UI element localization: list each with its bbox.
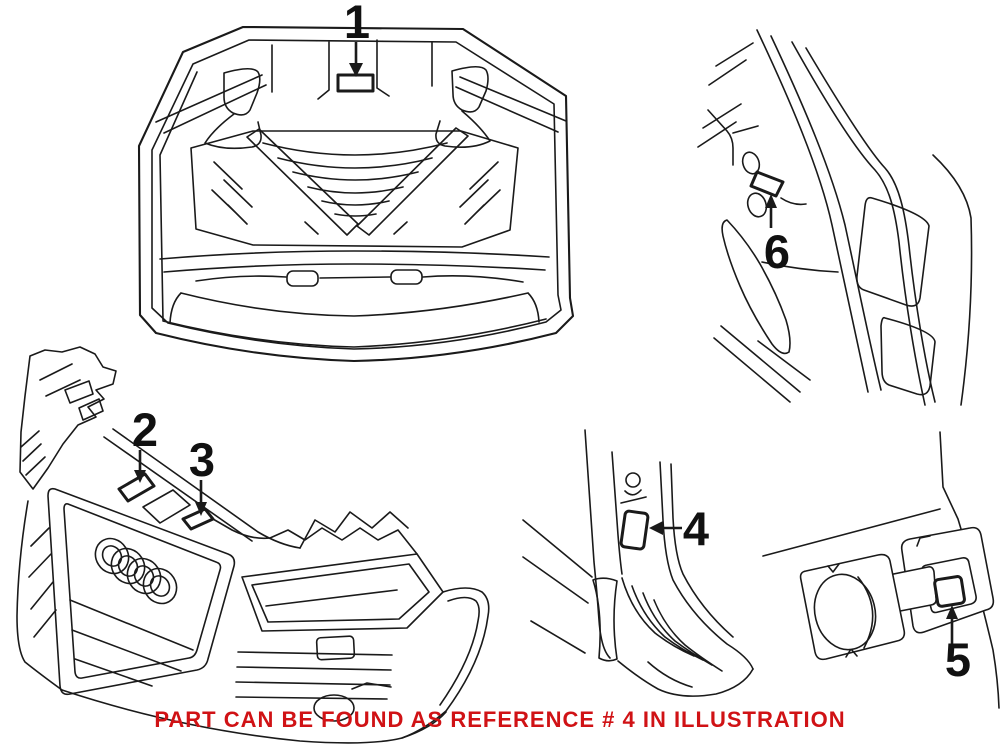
door-frame-bracket xyxy=(707,109,759,166)
reference-caption: PART CAN BE FOUND AS REFERENCE # 4 IN IL… xyxy=(154,707,846,732)
audi-rings-logo xyxy=(94,537,178,605)
callout-4-number: 4 xyxy=(683,502,709,555)
pillar-detail-line xyxy=(780,197,807,206)
headlight-left-outline xyxy=(19,346,117,490)
sill-clip-fastener xyxy=(625,472,641,488)
callout-3-arrowhead xyxy=(195,502,207,516)
hood-outline xyxy=(137,25,575,363)
hood-latch-band xyxy=(195,274,524,283)
bracket-notch xyxy=(916,535,931,547)
grille-outer-frame xyxy=(47,487,236,696)
door-open-lines xyxy=(522,519,593,654)
hood-top-bay-lines xyxy=(271,39,433,100)
seal-corner-wedge xyxy=(592,577,618,662)
part-label-plate-2 xyxy=(117,472,156,503)
part-label-plate-5 xyxy=(933,575,966,608)
part-label-plate-1 xyxy=(336,73,375,93)
bumper-slats xyxy=(235,651,393,700)
part-label-plate-4 xyxy=(619,509,650,551)
door-inner-panel-lower xyxy=(880,316,936,396)
pillar-edge-lines xyxy=(756,29,936,406)
callout-1-number: 1 xyxy=(344,0,370,48)
cowl-jagged-edge xyxy=(212,511,418,555)
sill-link-line xyxy=(761,261,839,273)
sill-bottom-edge xyxy=(617,660,754,697)
door-inner-panel-upper xyxy=(856,196,930,307)
ring-1-inner xyxy=(101,545,123,567)
bumper-corner-flare xyxy=(401,587,490,739)
bumper-plate-recess xyxy=(315,635,356,661)
grille-slats xyxy=(69,599,194,687)
fender-hatch xyxy=(28,527,57,638)
hood-front-lip xyxy=(162,292,547,348)
pillar-hole-lower xyxy=(746,192,768,218)
callout-5-number: 5 xyxy=(945,633,971,686)
slam-panel-pad xyxy=(142,489,191,524)
hood-inner-contour-2 xyxy=(159,71,198,321)
body-side-curve xyxy=(932,154,973,406)
callout-1-arrowhead xyxy=(349,63,363,77)
callout-5-arrowhead xyxy=(946,605,958,619)
sill-pillar-lines xyxy=(584,429,623,659)
b-pillar-upper-view: 6 xyxy=(697,29,973,406)
ring-4 xyxy=(142,567,178,605)
ring-2-inner xyxy=(117,555,139,577)
headlight-right-outline xyxy=(241,553,444,632)
callout-2-number: 2 xyxy=(132,403,158,456)
front-end-view: 2 3 xyxy=(16,346,490,744)
hood-reinforcement-panel xyxy=(190,130,519,248)
body-crease-line xyxy=(762,508,941,557)
hood-brace-left xyxy=(246,128,359,236)
hood-inner-contour xyxy=(151,39,562,350)
hood-lower-contours xyxy=(159,250,550,273)
grille-inner-frame xyxy=(63,503,222,679)
sill-outer-edge xyxy=(659,461,754,670)
sill-clip-base xyxy=(620,489,647,504)
callout-4-arrowhead xyxy=(649,521,663,535)
pillar-hole-upper xyxy=(741,151,761,175)
callout-6-number: 6 xyxy=(764,225,790,278)
door-sill-view: 4 xyxy=(522,429,754,697)
callout-2-arrowhead xyxy=(134,470,146,483)
ring-4-inner xyxy=(149,575,171,597)
fender-edge xyxy=(16,500,63,691)
fog-light xyxy=(313,694,355,722)
filler-cap xyxy=(813,573,877,651)
fuel-filler-view: 5 xyxy=(762,431,1000,709)
door-aperture-edge xyxy=(721,219,791,355)
callout-6-arrowhead xyxy=(765,194,777,208)
ring-3-inner xyxy=(133,565,155,587)
hood-corner-braces xyxy=(155,74,567,134)
hood-latch-left xyxy=(286,270,319,287)
sill-step-curves xyxy=(621,577,723,688)
filler-cap-side xyxy=(857,576,874,649)
hood-underside-view: 1 xyxy=(137,0,575,363)
tow-hook-notch xyxy=(351,682,392,690)
part-label-plate-6 xyxy=(749,170,785,198)
roof-rail-lines xyxy=(697,42,754,148)
hood-hatch-lines xyxy=(211,161,501,235)
callout-3-number: 3 xyxy=(189,433,215,486)
hood-rib-arcs xyxy=(262,142,448,217)
part-label-plate-3 xyxy=(181,507,215,531)
hood-brace-right xyxy=(356,127,469,236)
hood-corner-openings xyxy=(204,110,491,150)
headlight-right-inner xyxy=(251,563,430,623)
hood-corner-cutouts xyxy=(223,65,489,116)
lower-corner-lines xyxy=(713,325,811,403)
hood-shutline xyxy=(103,428,301,549)
hood-latch-right xyxy=(390,269,423,285)
headlight-left-details xyxy=(20,363,104,476)
